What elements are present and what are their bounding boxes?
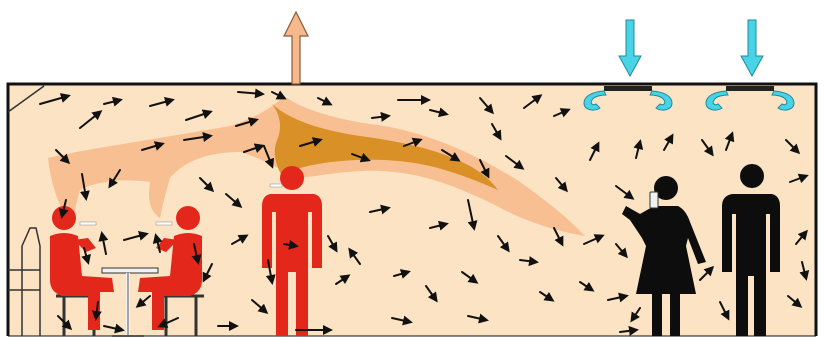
supply-arrow-icon (741, 20, 763, 76)
phone-icon (650, 192, 658, 208)
exhaust-arrow-icon (284, 12, 308, 84)
supply-arrow-icon (619, 20, 641, 76)
